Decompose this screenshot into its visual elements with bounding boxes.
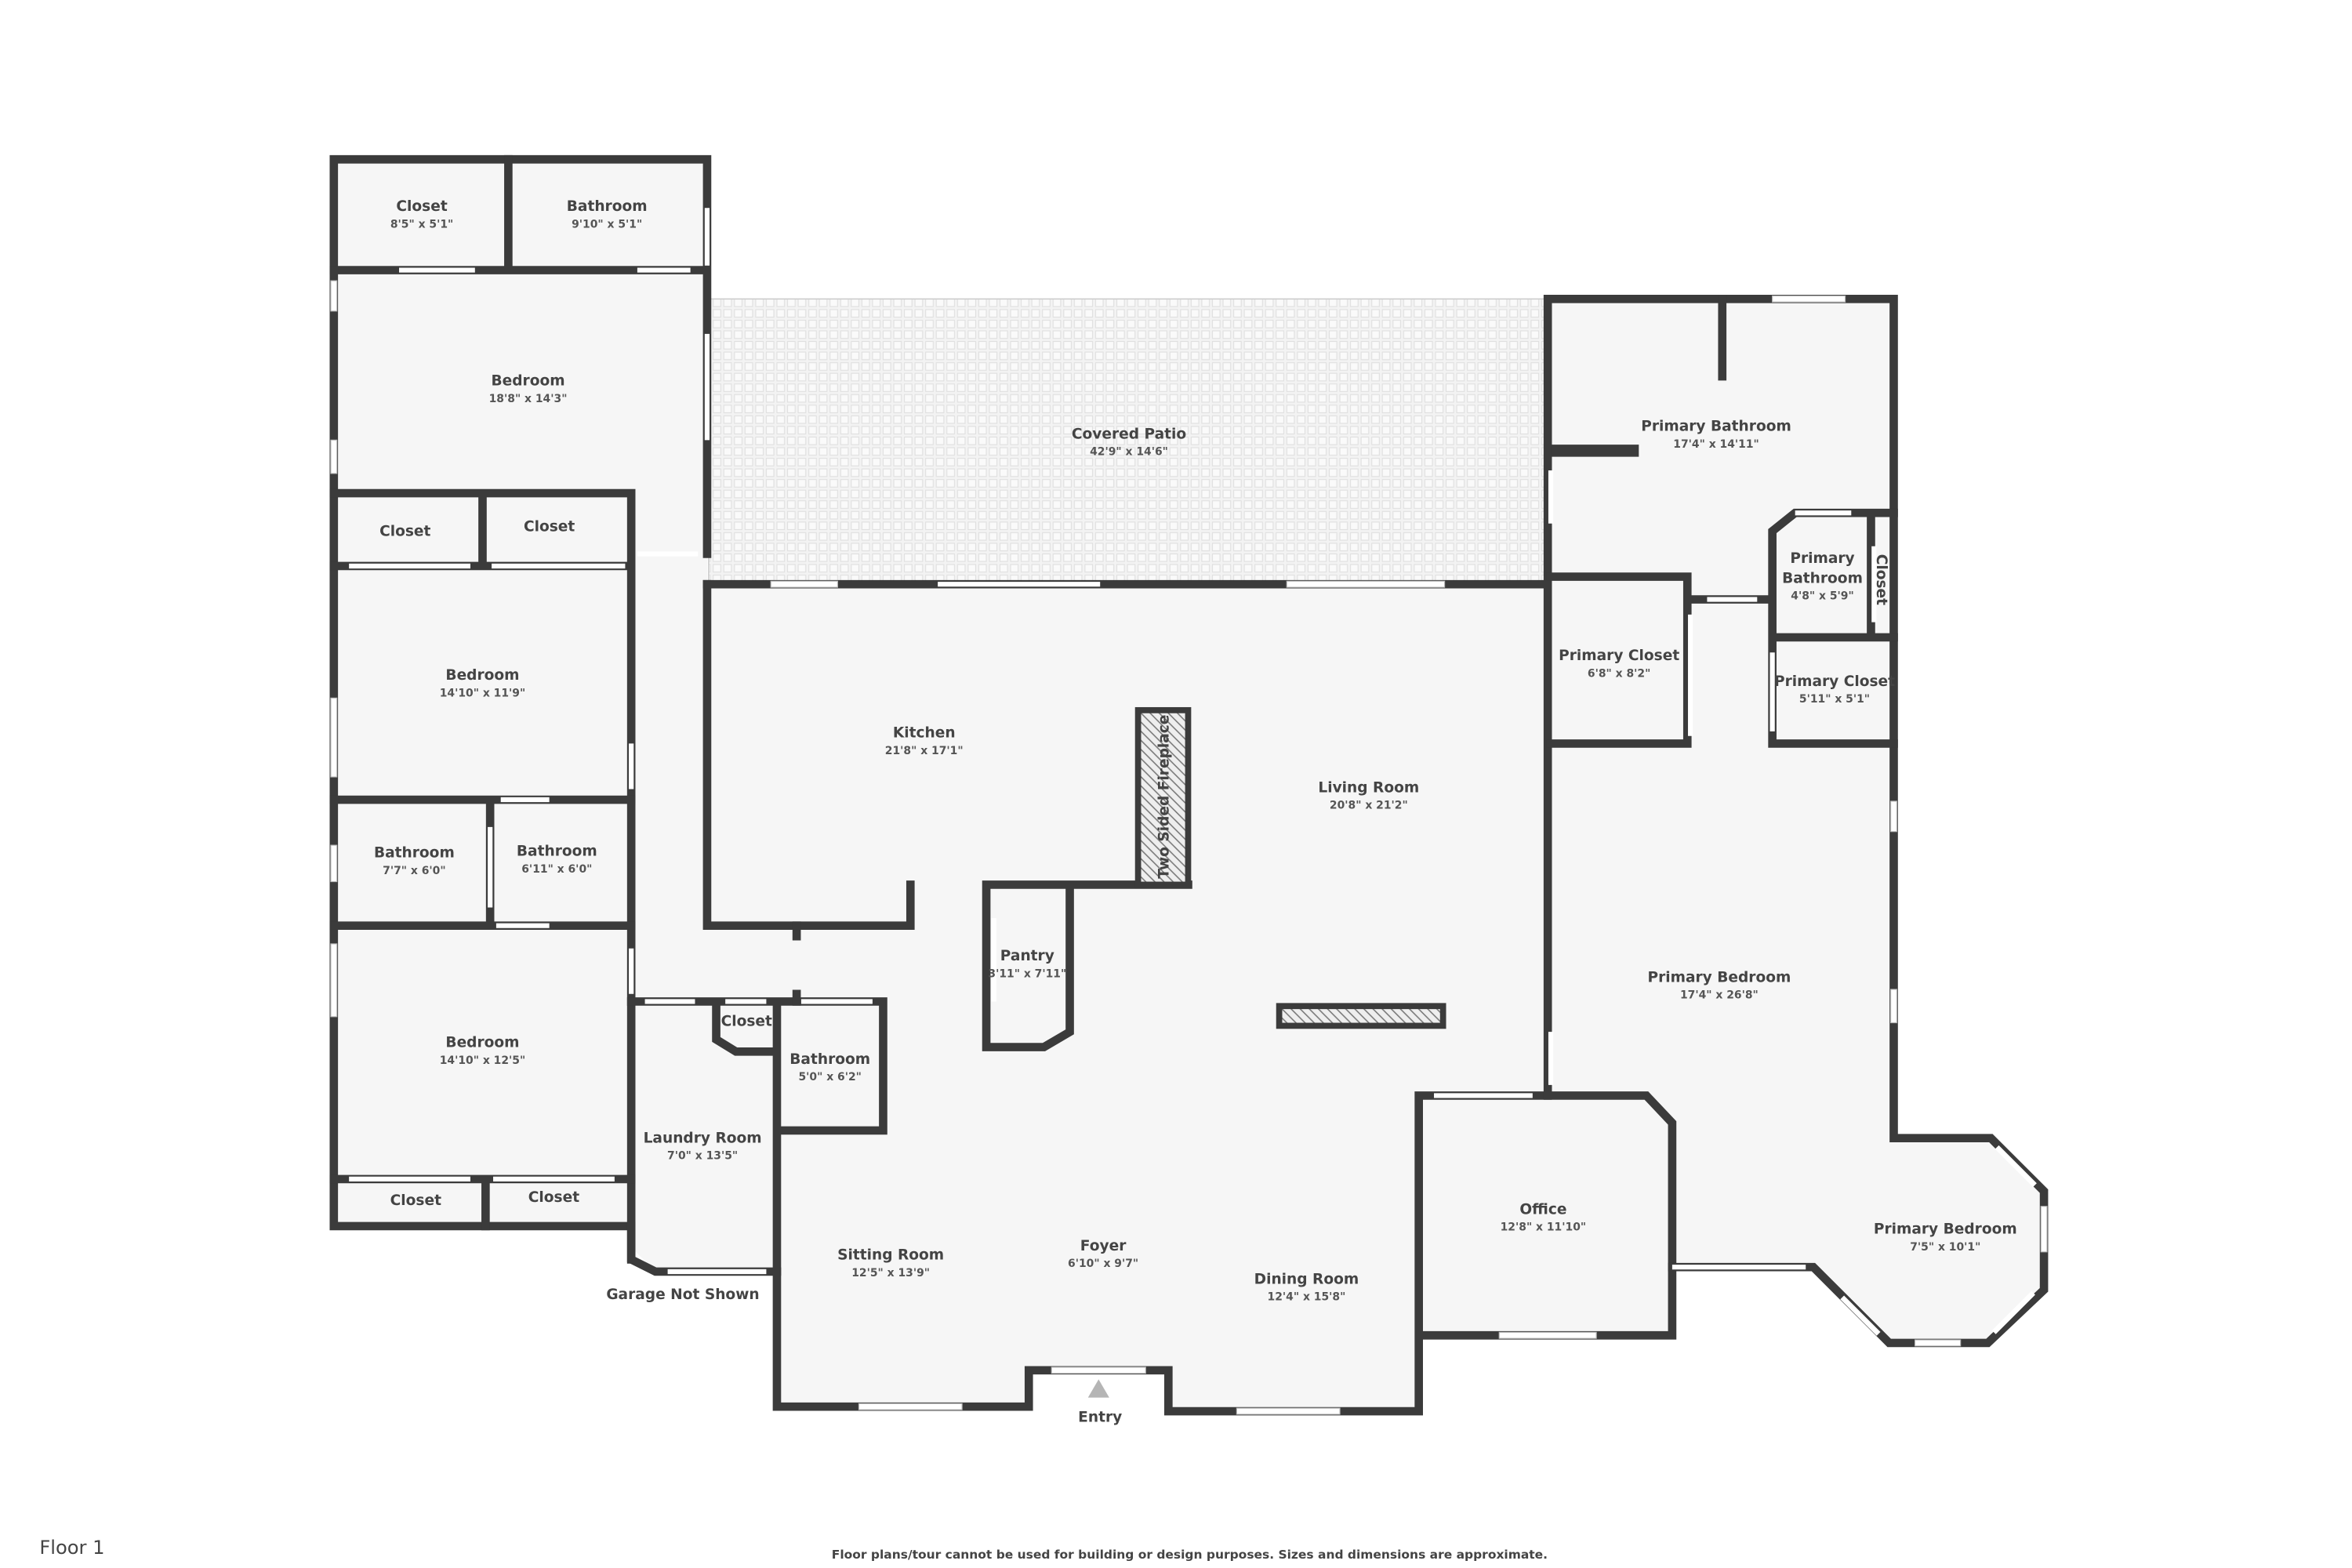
room-dims: 12'8" x 11'10" <box>1501 1221 1587 1234</box>
room-dims: 14'10" x 11'9" <box>440 687 526 699</box>
room-dims: 12'4" x 15'8" <box>1268 1291 1346 1304</box>
fireplace <box>1134 706 1192 888</box>
room-name: Office <box>1519 1201 1566 1218</box>
room-dims: 5'0" x 6'2" <box>798 1071 861 1083</box>
room-dims: 20'8" x 21'2" <box>1330 800 1408 812</box>
room-dims: 21'8" x 17'1" <box>885 745 964 757</box>
room-dims: 5'11" x 5'1" <box>1799 693 1870 706</box>
room-dims: 3'11" x 7'11" <box>988 967 1066 980</box>
room-name: Bedroom <box>445 1035 519 1051</box>
room-name: Closet <box>390 1192 441 1209</box>
room-name: Bathroom <box>567 198 648 215</box>
garage-note: Garage Not Shown <box>606 1287 759 1303</box>
room-dims: 4'8" x 5'9" <box>1791 590 1853 603</box>
room-name: Bathroom <box>1782 570 1863 586</box>
room-dims: 6'8" x 8'2" <box>1588 667 1650 680</box>
room-name: Closet <box>1873 554 1889 605</box>
room-name: Foyer <box>1080 1238 1127 1254</box>
room-name: Closet <box>396 198 447 215</box>
room-name: Primary Bathroom <box>1641 419 1791 435</box>
room-name: Primary Closet <box>1774 673 1895 690</box>
room-dims: 42'9" x 14'6" <box>1090 446 1168 459</box>
room-name: Closet <box>721 1013 772 1029</box>
room-dims: 9'10" x 5'1" <box>572 218 642 230</box>
room-dims: 18'8" x 14'3" <box>489 393 568 405</box>
entry-arrow-icon <box>1087 1379 1109 1398</box>
room-name: Kitchen <box>893 725 956 742</box>
room-name: Bedroom <box>445 667 519 684</box>
room-name: Closet <box>379 523 430 539</box>
room-labels: Closet 8'5" x 5'1" Bathroom 9'10" x 5'1"… <box>374 198 2017 1426</box>
openings <box>330 208 2048 1415</box>
room-name: Pantry <box>1000 948 1054 964</box>
room-name: Covered Patio <box>1072 426 1186 442</box>
room-name: Primary Bedroom <box>1647 969 1791 985</box>
room-dims: 7'7" x 6'0" <box>383 865 445 877</box>
room-name: Dining Room <box>1254 1271 1359 1287</box>
room-dims: 12'5" x 13'9" <box>851 1267 930 1279</box>
floor-fill <box>333 159 2045 1412</box>
room-name: Laundry Room <box>644 1130 762 1146</box>
room-dims: 6'11" x 6'0" <box>521 863 592 876</box>
room-name: Primary Closet <box>1559 648 1679 664</box>
room-name: Bathroom <box>789 1051 870 1068</box>
hearth <box>1276 1003 1446 1029</box>
room-dims: 8'5" x 5'1" <box>390 218 453 230</box>
room-name: Bathroom <box>374 845 455 862</box>
room-name: Bedroom <box>491 373 564 390</box>
covered-patio-area <box>708 298 1548 585</box>
room-name: Primary <box>1790 550 1854 567</box>
floor-label: Floor 1 <box>39 1537 104 1559</box>
room-name: Bathroom <box>517 844 597 860</box>
room-name: Closet <box>524 518 575 535</box>
room-dims: 7'0" x 13'5" <box>667 1150 738 1163</box>
room-dims: 14'10" x 12'5" <box>440 1054 526 1067</box>
room-name: Closet <box>528 1189 579 1206</box>
room-name: Living Room <box>1318 779 1419 796</box>
room-dims: 17'4" x 14'11" <box>1673 438 1759 451</box>
disclaimer: Floor plans/tour cannot be used for buil… <box>832 1548 1548 1562</box>
room-dims: 17'4" x 26'8" <box>1680 989 1759 1002</box>
room-dims: 7'5" x 10'1" <box>1910 1241 1980 1254</box>
entry-label: Entry <box>1078 1410 1122 1426</box>
room-name: Sitting Room <box>837 1247 944 1263</box>
room-name: Primary Bedroom <box>1874 1221 2017 1238</box>
fireplace-label: Two Sided Fireplace <box>1156 715 1172 879</box>
room-dims: 6'10" x 9'7" <box>1068 1258 1138 1270</box>
vanity-bar <box>1551 445 1639 457</box>
